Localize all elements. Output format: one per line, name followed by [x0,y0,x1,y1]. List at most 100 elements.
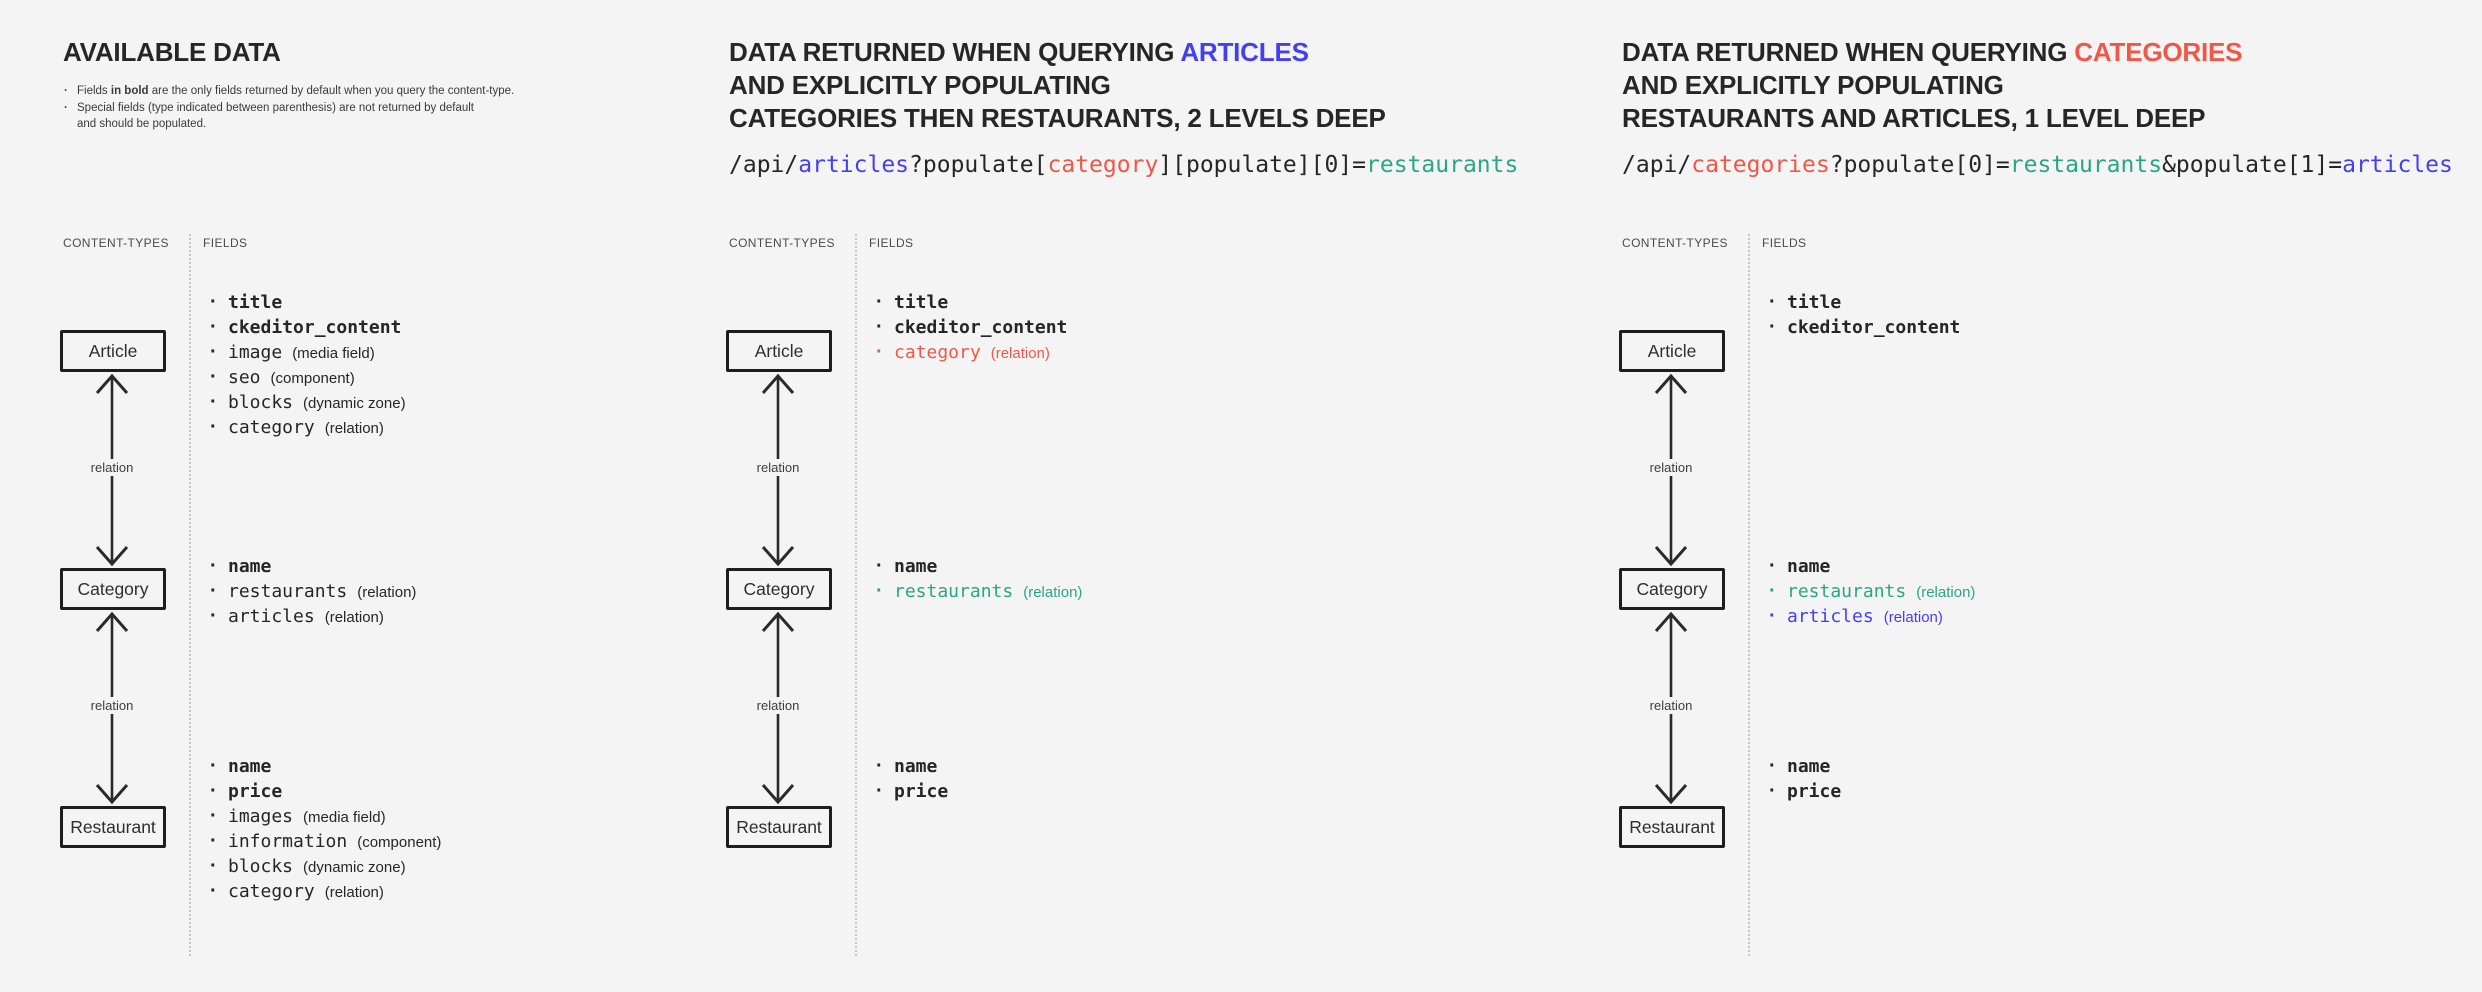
field-name: category [228,881,315,902]
field-name: blocks [228,856,294,877]
api-query-code: /api/categories?populate[0]=restaurants&… [1622,150,2453,180]
text-segment: articles [798,152,910,178]
field-type: (relation) [990,345,1050,362]
text-segment: CATEGORIES THEN RESTAURANTS, 2 LEVELS DE… [729,103,1386,133]
field-type: (relation) [324,420,384,437]
field-item: ·ckeditor_content [210,315,406,340]
field-item: ·title [210,290,406,315]
content-type-label: Category [77,578,149,599]
text-segment: ?populate[ [909,152,1048,178]
column-divider [1748,234,1750,956]
field-name: price [228,781,283,802]
content-type-box-restaurant: Restaurant [726,806,832,848]
content-type-box-restaurant: Restaurant [60,806,166,848]
fields-list-category: ·name·restaurants(relation)·articles(rel… [210,554,416,629]
bullet-icon: · [210,580,217,602]
text-segment: RESTAURANTS AND ARTICLES, 1 LEVEL DEEP [1622,103,2206,133]
field-name: name [1787,556,1831,577]
field-name: category [228,417,315,438]
text-segment: restaurants [2009,152,2163,178]
fields-list-category: ·name·restaurants(relation) [876,554,1082,604]
text-segment: ?populate[0]= [1829,152,2010,178]
field-item: · price [210,779,441,804]
column-header-fields: FIELDS [869,236,914,250]
field-item: ·category(relation) [210,879,441,904]
bullet-icon: · [64,85,68,97]
bullet-icon: · [210,316,217,338]
content-type-box-article: Article [1619,330,1725,372]
bullet-icon: · [210,855,217,877]
field-type: (relation) [357,584,417,601]
bullet-icon: · [1769,755,1776,777]
bullet-icon: · [1769,555,1776,577]
relation-label: relation [86,459,138,476]
bullet-icon: · [210,755,217,777]
field-item: · blocks (dynamic zone) [210,854,441,879]
field-type: (relation) [1023,584,1083,601]
fields-list-restaurant: · name· price [876,754,948,804]
panel-heading: DATA RETURNED WHEN QUERYING ARTICLES AND… [729,36,1386,135]
fields-list-category: ·name·restaurants(relation)·articles(rel… [1769,554,1975,629]
field-item: ·articles(relation) [1769,604,1975,629]
bullet-icon: · [210,605,217,627]
field-type: (relation) [324,609,384,626]
content-type-label: Restaurant [1629,816,1715,837]
field-name: name [1787,756,1831,777]
text-segment: articles [2342,152,2453,178]
bullet-icon: · [876,316,883,338]
field-item: · ckeditor_content [1769,315,1960,340]
column-header-content-types: CONTENT-TYPES [729,236,835,250]
field-name: restaurants [1787,581,1907,602]
field-item: ·name [210,554,416,579]
field-type: (dynamic zone) [303,859,406,876]
field-item: ·restaurants(relation) [876,579,1082,604]
field-name: title [1787,292,1842,313]
heading-line: AND EXPLICITLY POPULATING [729,69,1386,102]
field-item: · price [876,779,948,804]
text-segment: /api/ [1622,152,1692,178]
field-name: articles [1787,606,1874,627]
field-name: price [894,781,949,802]
content-type-label: Restaurant [70,816,156,837]
bullet-icon: · [876,780,883,802]
relation-label: relation [752,459,804,476]
relation-label: relation [752,697,804,714]
bullet-icon: · [210,880,217,902]
bullet-icon: · [1769,780,1776,802]
field-item: · articles (relation) [210,604,416,629]
note-item: ·Fields in bold are the only fields retu… [64,83,514,100]
heading-line: DATA RETURNED WHEN QUERYING CATEGORIES [1622,36,2242,69]
field-name: restaurants [228,581,348,602]
relation-label: relation [1645,697,1697,714]
field-item: · name [1769,554,1975,579]
bullet-icon: · [1769,316,1776,338]
bullet-icon: · [210,416,217,438]
field-name: category [894,342,981,363]
field-name: ckeditor_content [1787,317,1961,338]
bullet-icon: · [876,291,883,313]
field-name: name [894,556,938,577]
field-type: (dynamic zone) [303,395,406,412]
text-segment: AND EXPLICITLY POPULATING [1622,70,2004,100]
note-item: ·Special fields (type indicated between … [64,100,514,133]
field-name: name [894,756,938,777]
bullet-icon: · [64,101,68,114]
column-divider [855,234,857,956]
fields-list-restaurant: ·name·price·images(media field)·informat… [210,754,441,904]
text-segment: ARTICLES [1180,37,1309,67]
field-type: (media field) [292,345,375,362]
content-type-label: Restaurant [736,816,822,837]
panel-heading: AVAILABLE DATA [63,36,281,69]
field-item: ·price [1769,779,1841,804]
bullet-icon: · [210,391,217,413]
field-type: (media field) [303,809,386,826]
bullet-icon: · [210,780,217,802]
fields-list-article: · title· ckeditor_content [1769,290,1960,340]
content-type-box-category: Category [726,568,832,610]
content-type-label: Article [754,340,804,361]
content-type-box-restaurant: Restaurant [1619,806,1725,848]
text-segment: category [1047,152,1159,178]
field-name: articles [228,606,315,627]
api-query-code: /api/articles?populate[category][populat… [729,150,1518,180]
heading-line: AND EXPLICITLY POPULATING [1622,69,2242,102]
